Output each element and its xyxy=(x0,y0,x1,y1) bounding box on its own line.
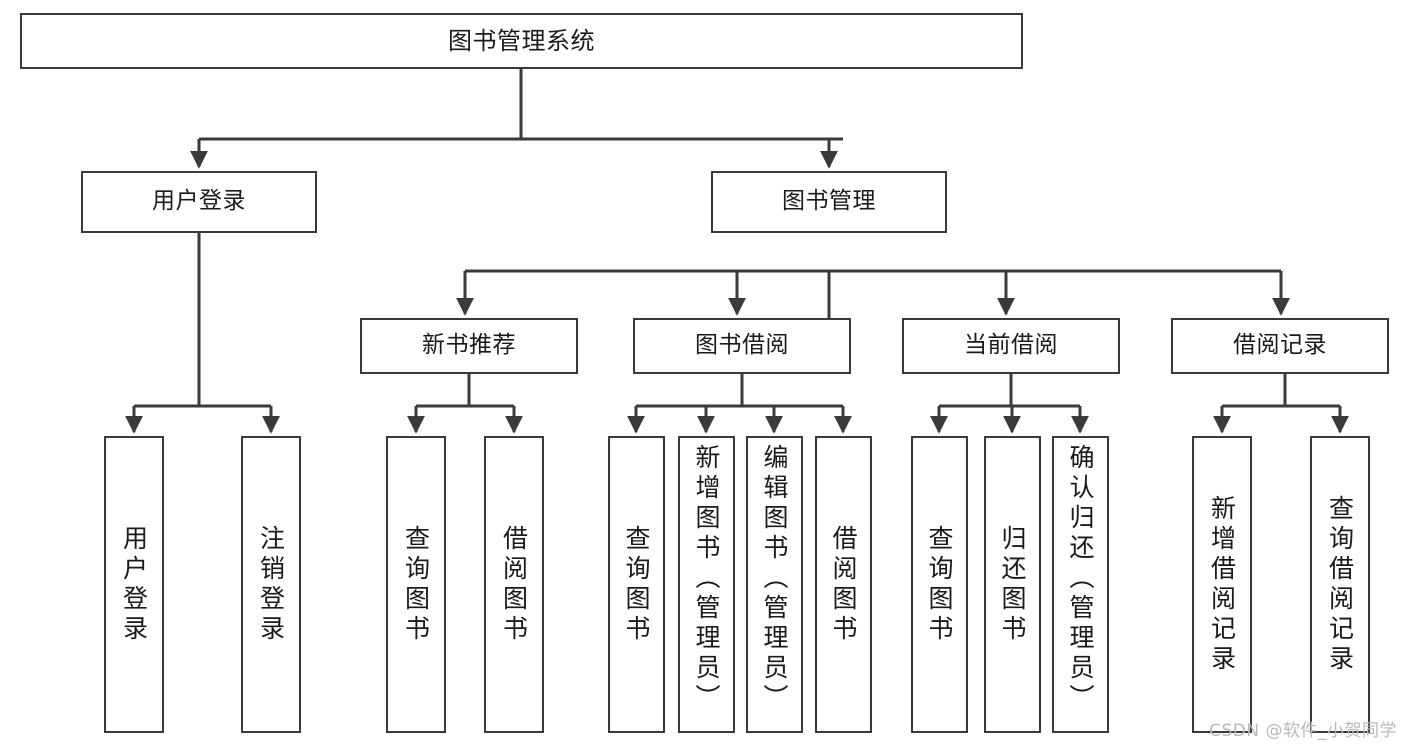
node-user-login-label: 用户登录 xyxy=(152,188,246,215)
node-leaf-add-record[interactable]: 新增借阅记录 xyxy=(1192,436,1252,733)
node-leaf-return-book[interactable]: 归还图书 xyxy=(984,436,1041,733)
node-leaf-edit-book[interactable]: 编辑图书（管理员） xyxy=(746,436,803,733)
node-leaf-add-book-label: 新增图书（管理员） xyxy=(692,444,721,714)
node-leaf-query-book-3-label: 查询图书 xyxy=(925,524,954,645)
node-new-book-rec-label: 新书推荐 xyxy=(422,332,516,359)
node-book-manage-label: 图书管理 xyxy=(782,188,876,215)
node-leaf-return-book-label: 归还图书 xyxy=(998,524,1027,645)
node-leaf-query-book-1-label: 查询图书 xyxy=(401,524,431,645)
node-borrow-record-label: 借阅记录 xyxy=(1233,332,1327,359)
node-leaf-query-record[interactable]: 查询借阅记录 xyxy=(1310,436,1370,733)
node-book-borrow[interactable]: 图书借阅 xyxy=(633,318,851,374)
watermark-text: CSDN @软件_小贺同学 xyxy=(1209,721,1397,741)
node-book-borrow-label: 图书借阅 xyxy=(695,332,789,359)
node-leaf-confirm-return[interactable]: 确认归还（管理员） xyxy=(1052,436,1109,733)
node-leaf-query-record-label: 查询借阅记录 xyxy=(1325,494,1355,675)
node-root-label: 图书管理系统 xyxy=(448,26,595,55)
node-new-book-rec[interactable]: 新书推荐 xyxy=(360,318,578,374)
node-leaf-query-book-2-label: 查询图书 xyxy=(622,524,651,645)
node-user-login[interactable]: 用户登录 xyxy=(81,171,317,233)
node-leaf-borrow-book-1-label: 借阅图书 xyxy=(499,524,529,645)
node-leaf-add-book[interactable]: 新增图书（管理员） xyxy=(678,436,735,733)
node-borrow-record[interactable]: 借阅记录 xyxy=(1171,318,1389,374)
node-leaf-borrow-book-1[interactable]: 借阅图书 xyxy=(484,436,544,733)
node-leaf-user-login-label: 用户登录 xyxy=(119,524,149,645)
node-current-borrow-label: 当前借阅 xyxy=(964,332,1058,359)
node-leaf-query-book-2[interactable]: 查询图书 xyxy=(608,436,665,733)
node-leaf-query-book-3[interactable]: 查询图书 xyxy=(911,436,968,733)
node-leaf-borrow-book-2-label: 借阅图书 xyxy=(829,524,858,645)
node-leaf-edit-book-label: 编辑图书（管理员） xyxy=(760,444,789,714)
node-book-manage[interactable]: 图书管理 xyxy=(711,171,947,233)
node-leaf-add-record-label: 新增借阅记录 xyxy=(1207,494,1237,675)
node-leaf-confirm-return-label: 确认归还（管理员） xyxy=(1066,444,1095,714)
node-leaf-user-logout-label: 注销登录 xyxy=(256,524,286,645)
node-leaf-query-book-1[interactable]: 查询图书 xyxy=(386,436,446,733)
node-root[interactable]: 图书管理系统 xyxy=(20,13,1023,69)
node-leaf-borrow-book-2[interactable]: 借阅图书 xyxy=(815,436,872,733)
node-current-borrow[interactable]: 当前借阅 xyxy=(902,318,1120,374)
node-leaf-user-logout[interactable]: 注销登录 xyxy=(241,436,301,733)
node-leaf-user-login[interactable]: 用户登录 xyxy=(104,436,164,733)
